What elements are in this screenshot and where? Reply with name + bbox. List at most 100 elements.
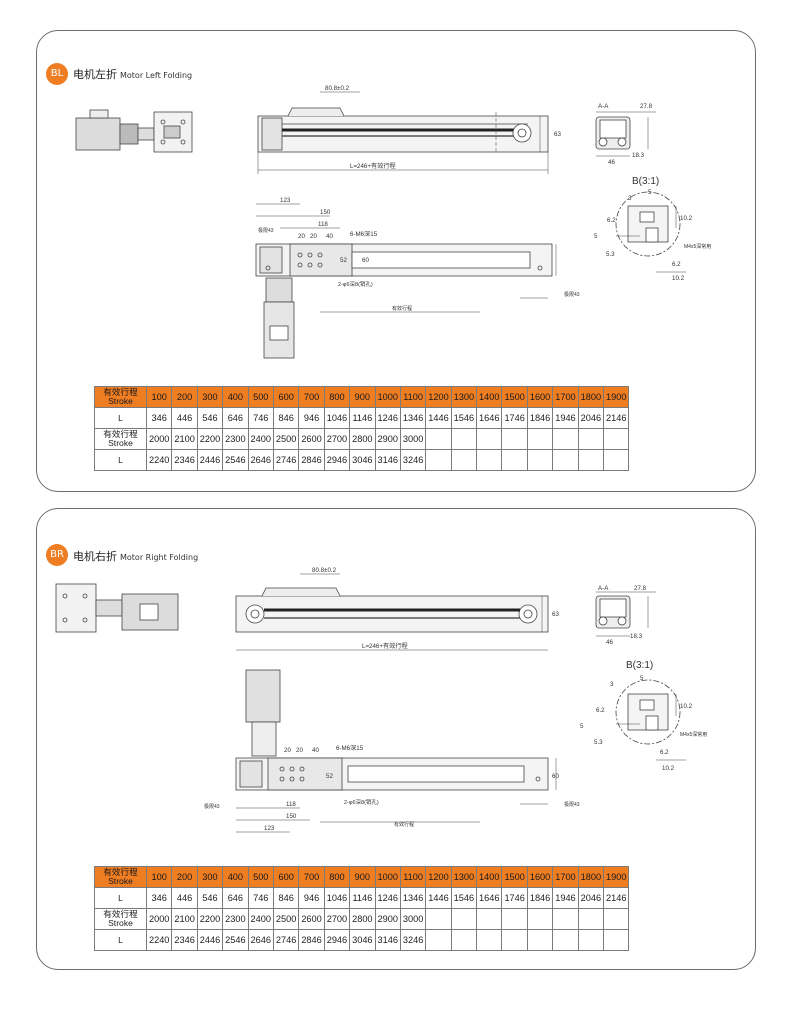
dim-52: 52: [340, 257, 347, 264]
stroke-cell: 500: [247, 386, 274, 408]
length-cell: 746: [247, 887, 274, 909]
stroke-cell: 2200: [196, 428, 224, 450]
section-badge-bl: BL: [46, 63, 68, 85]
length-cell: 3246: [399, 929, 427, 951]
length-cell: 2240: [145, 449, 173, 471]
length-header-cell: L: [94, 887, 147, 909]
stroke-cell: 400: [222, 386, 249, 408]
length-cell: 1746: [501, 887, 528, 909]
length-cell: [552, 929, 579, 951]
length-cell: 3146: [374, 449, 401, 471]
stroke-cell: 1400: [476, 386, 503, 408]
length-cell: 1446: [425, 407, 452, 429]
length-cell: 1246: [374, 407, 401, 429]
stroke-header-cn: 有效行程: [103, 867, 138, 877]
label-section-aa: A-A: [598, 103, 609, 110]
stroke-cell: 100: [145, 386, 173, 408]
stroke-cell: 1500: [501, 386, 528, 408]
dim-123: 123: [280, 197, 291, 204]
length-cell: [526, 449, 554, 471]
stroke-cell: 2300: [222, 428, 249, 450]
stroke-header-cn: 有效行程: [103, 429, 138, 439]
dim-150: 150: [320, 209, 331, 216]
length-cell: 2946: [323, 449, 351, 471]
stroke-cell: 1300: [450, 386, 478, 408]
length-cell: 2146: [603, 887, 630, 909]
length-cell: 1646: [476, 887, 503, 909]
stroke-cell: 1600: [526, 386, 554, 408]
actuator-top-view-bl: [257, 91, 549, 174]
section-title-en: Motor Right Folding: [120, 553, 199, 562]
stroke-cell: 300: [196, 866, 224, 888]
length-cell: 546: [196, 407, 224, 429]
stroke-cell: [552, 908, 579, 930]
length-cell: 1546: [450, 407, 478, 429]
stroke-header-en: Stroke: [108, 396, 133, 406]
dim-detail-10-2b: 10.2: [672, 275, 685, 282]
note-m4: M4x5深常用: [684, 243, 711, 250]
length-cell: [450, 449, 478, 471]
stroke-cell: 800: [323, 386, 351, 408]
stroke-cell: 900: [349, 866, 376, 888]
stroke-cell: 2100: [171, 908, 198, 930]
stroke-header-cn: 有效行程: [103, 387, 138, 397]
length-cell: 1746: [501, 407, 528, 429]
detail-b-view-bl: [615, 191, 686, 273]
stroke-cell: 2000: [145, 428, 173, 450]
section-badge-br: BR: [46, 544, 68, 566]
length-cell: 1146: [349, 407, 376, 429]
motor-side-view-bl: [75, 109, 193, 153]
length-cell: 1646: [476, 407, 503, 429]
stroke-cell: 600: [272, 386, 300, 408]
length-cell: 3246: [399, 449, 427, 471]
stroke-cell: 2900: [374, 908, 401, 930]
stroke-cell: 2700: [323, 428, 351, 450]
length-cell: 646: [222, 407, 249, 429]
stroke-cell: 2900: [374, 428, 401, 450]
section-title-cn: 电机右折: [73, 550, 117, 563]
length-cell: 2746: [272, 449, 300, 471]
dim-detail-10-2: 10.2: [680, 215, 693, 222]
stroke-cell: [577, 908, 605, 930]
stroke-cell: 100: [145, 866, 173, 888]
stroke-cell: 2700: [323, 908, 351, 930]
dim-118: 118: [318, 221, 328, 228]
stroke-cell: [552, 428, 579, 450]
stroke-header-en: Stroke: [108, 876, 133, 886]
dim-detail-6-2: 6.2: [607, 217, 616, 224]
stroke-cell: 1000: [374, 386, 401, 408]
dim-20a: 20: [298, 233, 305, 240]
dim-height-63: 63: [554, 131, 561, 138]
stroke-cell: 1800: [577, 866, 605, 888]
stroke-cell: 500: [247, 866, 274, 888]
length-cell: 1846: [526, 407, 554, 429]
length-cell: 2146: [603, 407, 630, 429]
length-header-cell: L: [94, 929, 147, 951]
length-cell: 1346: [399, 407, 427, 429]
section-aa-view-bl: [595, 111, 656, 157]
label-detail-b: B(3:1): [632, 176, 659, 187]
stroke-cell: 1300: [450, 866, 478, 888]
length-cell: 2346: [171, 449, 198, 471]
length-cell: 2046: [577, 887, 605, 909]
stroke-cell: 2000: [145, 908, 173, 930]
stroke-cell: [501, 428, 528, 450]
length-cell: [603, 929, 630, 951]
stroke-cell: 1400: [476, 866, 503, 888]
length-cell: 1046: [323, 887, 351, 909]
stroke-cell: [450, 908, 478, 930]
length-cell: 2046: [577, 407, 605, 429]
stroke-cell: 2500: [272, 908, 300, 930]
dim-60: 60: [362, 257, 369, 264]
length-cell: 946: [298, 887, 325, 909]
stroke-cell: [425, 428, 452, 450]
dim-length-formula: L=246+有效行程: [350, 162, 396, 170]
